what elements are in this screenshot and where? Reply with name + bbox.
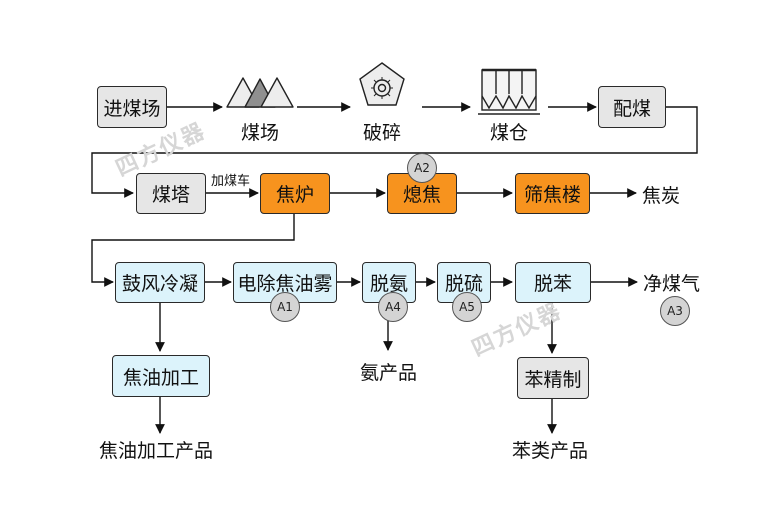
node-jiaolu: 焦炉 [260,173,330,214]
badge-a4: A4 [378,292,408,322]
node-xijiao: 熄焦 [387,173,457,214]
node-benjingzhi: 苯精制 [517,357,589,399]
arrow-peimei-meita [91,106,698,198]
node-jiaoyoujiagong: 焦油加工 [112,355,210,397]
label-jiaoyouchanpin: 焦油加工产品 [99,440,214,462]
node-shaijiaolou: 筛焦楼 [515,173,590,214]
label-jiaotan: 焦炭 [642,185,681,207]
edge-label-jiameiche: 加煤车 [211,174,251,189]
badge-a5: A5 [452,292,482,322]
coal-pile-icon [226,77,294,108]
badge-a1: A1 [270,292,300,322]
label-anchanpin: 氨产品 [360,362,418,384]
silo-icon [478,68,540,115]
node-peimei: 配煤 [598,86,666,128]
badge-a2: A2 [407,153,437,183]
label-meichang: 煤场 [241,122,280,144]
crusher-icon [359,62,405,106]
node-jinmeichang: 进煤场 [97,86,167,128]
node-meita: 煤塔 [136,173,206,214]
node-gufeng: 鼓风冷凝 [115,262,205,303]
node-tuoben: 脱苯 [515,262,591,303]
label-benleichanpin: 苯类产品 [512,440,589,462]
arrow-jiaolu-gufeng [91,213,295,287]
label-posui: 破碎 [363,122,402,144]
node-tuoan: 脱氨 [362,262,416,303]
label-meicang: 煤仓 [490,122,529,144]
label-jingmeiqi: 净煤气 [643,273,701,295]
badge-a3: A3 [660,296,690,326]
